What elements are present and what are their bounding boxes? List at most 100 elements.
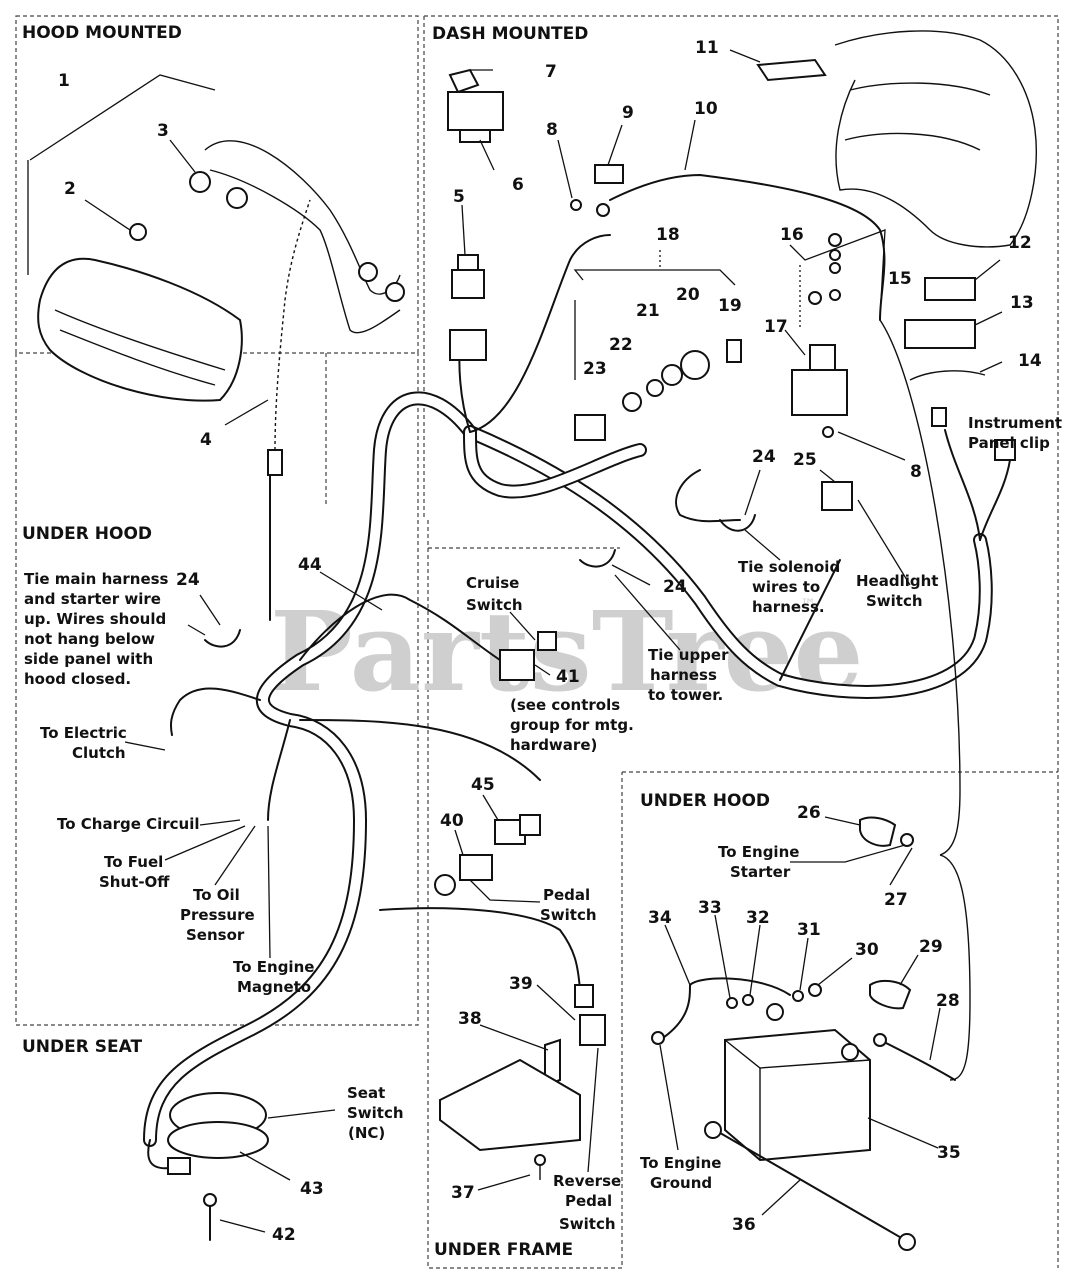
callout-36: 36 bbox=[732, 1215, 756, 1235]
wires bbox=[147, 173, 1011, 1170]
electric-clutch-label-2: Clutch bbox=[72, 744, 126, 762]
washer-32 bbox=[742, 994, 754, 1006]
key-7 bbox=[448, 68, 480, 94]
nut-27 bbox=[900, 833, 914, 847]
callout-20: 20 bbox=[676, 285, 700, 305]
rod-36 bbox=[714, 1129, 906, 1241]
seat-label-2: Switch bbox=[347, 1104, 404, 1122]
leader-lines bbox=[27, 49, 1003, 1233]
tie-solenoid-label-2: wires to bbox=[752, 578, 820, 596]
section-under-hood-left: UNDER HOOD bbox=[22, 524, 152, 544]
seat-label-1: Seat bbox=[347, 1084, 385, 1102]
callout-1: 1 bbox=[58, 71, 70, 91]
callout-27: 27 bbox=[884, 890, 908, 910]
tie-main-label-1: Tie main harness bbox=[24, 570, 169, 588]
part-20 bbox=[680, 350, 710, 380]
reverse-pedal-switch-39 bbox=[579, 1014, 606, 1046]
key-19 bbox=[726, 339, 742, 363]
tie-main-label-4: not hang below bbox=[24, 630, 155, 648]
dash-mounted-parts bbox=[204, 30, 1037, 648]
under-seat-parts bbox=[167, 1092, 269, 1241]
bulb-2 bbox=[129, 223, 147, 241]
callout-24a: 24 bbox=[176, 570, 200, 590]
headlight-label-2: Switch bbox=[866, 592, 923, 610]
tie-main-label-2: and starter wire bbox=[24, 590, 161, 608]
magneto-label-2: Magneto bbox=[237, 978, 311, 996]
callout-21: 21 bbox=[636, 301, 660, 321]
charge-circuit-label: To Charge Circuil bbox=[57, 815, 200, 833]
callout-4: 4 bbox=[200, 430, 212, 450]
instrument-panel-clip bbox=[931, 407, 947, 427]
callout-40: 40 bbox=[440, 811, 464, 831]
bolt-33 bbox=[726, 997, 738, 1009]
tie-main-label-3: up. Wires should bbox=[24, 610, 166, 628]
instrument-panel-label-2: Panel clip bbox=[968, 434, 1050, 452]
tie-solenoid-label-3: harness. bbox=[752, 598, 825, 616]
callout-16: 16 bbox=[780, 225, 804, 245]
callout-25: 25 bbox=[793, 450, 817, 470]
connector-4 bbox=[267, 449, 283, 476]
frame-bracket bbox=[439, 1058, 581, 1152]
part-13 bbox=[904, 319, 976, 349]
engine-ground-label-1: To Engine bbox=[640, 1154, 721, 1172]
part-22 bbox=[646, 379, 664, 397]
electric-clutch-label-1: To Electric bbox=[40, 724, 127, 742]
callout-37: 37 bbox=[451, 1183, 475, 1203]
section-under-seat: UNDER SEAT bbox=[22, 1037, 142, 1057]
callout-42: 42 bbox=[272, 1225, 296, 1245]
boot-26 bbox=[859, 816, 897, 847]
tie-solenoid-label-1: Tie solenoid bbox=[738, 558, 840, 576]
hood-mounted-parts bbox=[37, 140, 405, 476]
callout-numbers: 1 2 3 4 5 6 7 8 8 9 10 11 12 13 14 15 16… bbox=[58, 38, 1042, 1245]
callout-5: 5 bbox=[453, 187, 465, 207]
headlight-lens bbox=[37, 257, 243, 402]
engine-starter-label-2: Starter bbox=[730, 863, 791, 881]
main-harness bbox=[143, 391, 993, 1147]
part-21 bbox=[661, 364, 683, 386]
callout-11: 11 bbox=[695, 38, 719, 58]
socket-3 bbox=[189, 171, 211, 193]
cruise-switch-41 bbox=[499, 649, 535, 681]
fuel-label-2: Shut-Off bbox=[99, 873, 170, 891]
callout-10: 10 bbox=[694, 99, 718, 119]
reverse-label-2: Pedal bbox=[565, 1192, 612, 1210]
callout-28: 28 bbox=[936, 991, 960, 1011]
callout-33: 33 bbox=[698, 898, 722, 918]
headlight-switch-25 bbox=[821, 481, 853, 511]
oil-label-1: To Oil bbox=[193, 886, 240, 904]
dash-mounted-boundary bbox=[424, 15, 1059, 1268]
under-frame-boundary bbox=[427, 520, 623, 1269]
pedal-label-2: Switch bbox=[540, 906, 597, 924]
callout-19: 19 bbox=[718, 296, 742, 316]
callout-35: 35 bbox=[937, 1143, 961, 1163]
callout-34: 34 bbox=[648, 908, 672, 928]
callout-22: 22 bbox=[609, 335, 633, 355]
tie-upper-label-3: to tower. bbox=[648, 686, 723, 704]
tie-24-upper bbox=[579, 549, 616, 568]
watermark-tm: ™ bbox=[800, 595, 816, 614]
callout-39: 39 bbox=[509, 974, 533, 994]
callout-45: 45 bbox=[471, 775, 495, 795]
section-titles: HOOD MOUNTED DASH MOUNTED UNDER HOOD UND… bbox=[22, 23, 770, 1260]
part-23 bbox=[622, 392, 642, 412]
oil-label-3: Sensor bbox=[186, 926, 245, 944]
screw-8 bbox=[570, 199, 582, 211]
text-labels: Instrument Panel clip Tie main harness a… bbox=[24, 414, 1062, 1233]
callout-13: 13 bbox=[1010, 293, 1034, 313]
cable-28 bbox=[879, 1039, 956, 1081]
part-11 bbox=[756, 58, 827, 82]
part-12 bbox=[924, 277, 976, 301]
section-under-frame: UNDER FRAME bbox=[434, 1240, 573, 1260]
see-controls-label-2: group for mtg. bbox=[510, 716, 634, 734]
cruise-label-1: Cruise bbox=[466, 574, 519, 592]
tie-24-left bbox=[204, 629, 241, 648]
pedal-switch-40 bbox=[459, 854, 493, 881]
callout-3: 3 bbox=[157, 121, 169, 141]
magneto-label-1: To Engine bbox=[233, 958, 314, 976]
callout-18: 18 bbox=[656, 225, 680, 245]
fuel-label-1: To Fuel bbox=[104, 853, 163, 871]
section-dash-mounted: DASH MOUNTED bbox=[432, 24, 588, 44]
headlight-label-1: Headlight bbox=[856, 572, 938, 590]
solenoid-17 bbox=[791, 369, 848, 416]
boot-29 bbox=[869, 979, 912, 1010]
